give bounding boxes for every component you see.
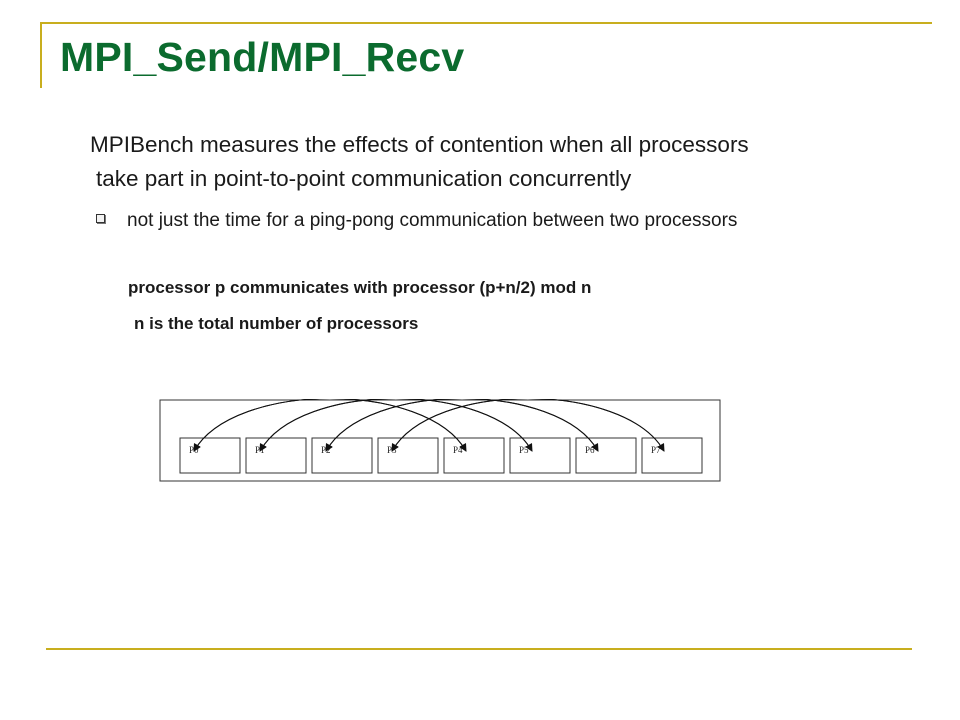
processor-box-p4	[443, 437, 505, 474]
comm-arc-p7-p3	[391, 398, 665, 452]
processor-box-p1	[245, 437, 307, 474]
processor-box-p2	[311, 437, 373, 474]
comm-arc-p4-p0	[193, 398, 467, 452]
bullet-item: not just the time for a ping-pong commun…	[96, 210, 737, 232]
intro-line-1: MPIBench measures the effects of content…	[90, 132, 749, 157]
processor-box-p5	[509, 437, 571, 474]
slide-title: MPI_Send/MPI_Recv	[60, 34, 465, 80]
square-bullet-icon	[96, 214, 105, 224]
comm-arc-p6-p2	[325, 398, 599, 452]
processor-box-p0	[179, 437, 241, 474]
processor-count-note: n is the total number of processors	[134, 314, 419, 333]
intro-line-2: take part in point-to-point communicatio…	[96, 166, 632, 191]
comm-arc-p5-p1	[259, 398, 533, 452]
bottom-accent-rule	[46, 648, 912, 650]
processor-box-p6	[575, 437, 637, 474]
intro-paragraph: MPIBench measures the effects of content…	[90, 128, 910, 196]
top-accent-rule	[40, 22, 932, 24]
bullet-text: not just the time for a ping-pong commun…	[127, 210, 738, 231]
processor-label-p7: P7	[651, 445, 661, 455]
processor-label-p5: P5	[519, 445, 529, 455]
processor-box-p7	[641, 437, 703, 474]
left-accent-rule	[40, 22, 42, 88]
communication-rule: processor p communicates with processor …	[128, 278, 592, 297]
processor-label-p6: P6	[585, 445, 595, 455]
processor-box-p3	[377, 437, 439, 474]
processor-label-p4: P4	[453, 445, 463, 455]
